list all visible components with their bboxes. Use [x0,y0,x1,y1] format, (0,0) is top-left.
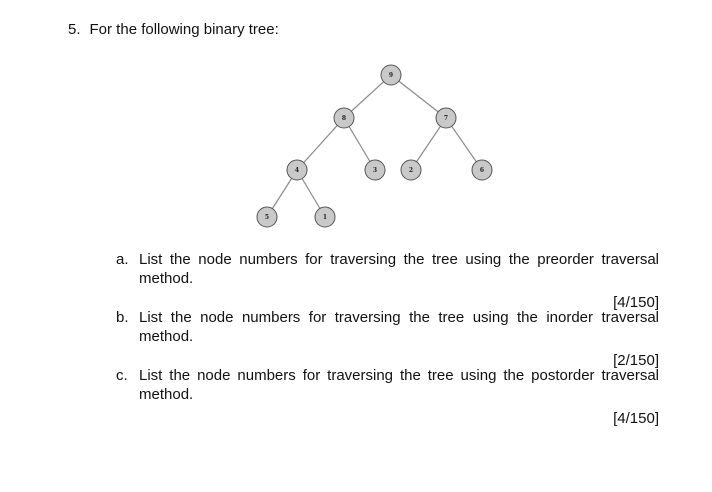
tree-node-label: 9 [389,72,393,79]
tree-node-label: 4 [295,167,299,174]
tree-node-9: 9 [380,64,402,86]
tree-node-3: 3 [364,159,386,181]
tree-node-label: 5 [265,214,269,221]
tree-node-4: 4 [286,159,308,181]
tree-node-2: 2 [400,159,422,181]
tree-edge-n9-n8 [343,74,392,119]
tree-node-8: 8 [333,107,355,129]
tree-node-circle [400,159,422,181]
part-c: c. List the node numbers for traversing … [116,366,659,428]
tree-node-circle [435,107,457,129]
tree-edge-n7-n6 [445,117,483,171]
part-b-marks: [2/150] [613,352,659,369]
tree-node-circle [314,206,336,228]
tree-node-circle [256,206,278,228]
tree-node-circle [471,159,493,181]
tree-node-1: 1 [314,206,336,228]
tree-edge-n9-n7 [390,74,447,119]
part-a-letter: a. [116,251,129,268]
tree-edge-n8-n4 [296,117,345,171]
part-b-question-line2: method. [139,328,194,345]
tree-nodes: 9 8 7 4 3 2 6 5 1 [256,64,493,228]
question-prompt: For the following binary tree: [89,21,279,38]
part-a-marks: [4/150] [613,294,659,311]
part-b: b. List the node numbers for traversing … [116,308,659,370]
tree-node-label: 1 [323,214,327,221]
part-a: a. List the node numbers for traversing … [116,250,659,312]
part-a-question-line2: method. [139,270,194,287]
tree-node-label: 7 [444,115,448,122]
tree-node-circle [364,159,386,181]
question-number: 5. [68,21,81,38]
tree-node-label: 8 [342,115,346,122]
tree-node-label: 2 [409,167,413,174]
tree-node-6: 6 [471,159,493,181]
tree-node-circle [286,159,308,181]
part-c-marks: [4/150] [613,410,659,427]
part-b-question-line1: List the node numbers for traversing the… [139,309,659,326]
part-b-letter: b. [116,309,129,326]
part-a-question-line1: List the node numbers for traversing the… [139,251,659,268]
tree-node-label: 3 [373,167,377,174]
tree-node-7: 7 [435,107,457,129]
part-c-question-line2: method. [139,386,194,403]
question-heading: 5. For the following binary tree: [68,21,279,38]
tree-node-circle [333,107,355,129]
tree-node-5: 5 [256,206,278,228]
tree-node-label: 6 [480,167,484,174]
tree-edges [266,74,483,218]
part-c-letter: c. [116,367,128,384]
tree-node-circle [380,64,402,86]
part-c-question-line1: List the node numbers for traversing the… [139,367,659,384]
